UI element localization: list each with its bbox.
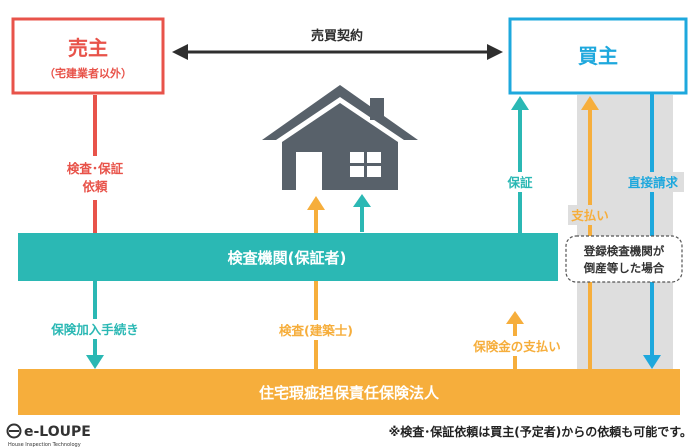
seller-box: 売主 （宅建業者以外） xyxy=(11,17,165,95)
bankruptcy-note-line-1: 登録検査機関が xyxy=(583,244,665,258)
house-icon xyxy=(262,85,418,190)
e-loupe-logo: e-LOUPE House Inspection Technology xyxy=(6,423,91,448)
insurer-label: 住宅瑕疵担保責任保険法人 xyxy=(259,384,440,402)
inspection-request-label-1: 検査･保証 xyxy=(67,161,124,176)
payment-label: 支払い xyxy=(570,208,609,223)
seller-subtitle: （宅建業者以外） xyxy=(44,66,132,80)
direct-claim-label: 直接請求 xyxy=(628,175,679,190)
agency-bar: 検査機関(保証者) xyxy=(18,233,558,281)
bankruptcy-band xyxy=(577,95,673,370)
insurance-procedure-arrow xyxy=(86,281,104,369)
bankruptcy-note: 登録検査機関が 倒産等した場合 xyxy=(565,235,683,283)
seller-title: 売主 xyxy=(68,36,108,60)
contract-label: 売買契約 xyxy=(311,28,363,44)
direct-claim-arrow: 直接請求 xyxy=(622,93,684,369)
buyer-box: 買主 xyxy=(508,17,688,95)
contract-arrow: 売買契約 xyxy=(172,28,503,60)
logo-name: e-LOUPE xyxy=(24,424,91,440)
guarantee-label: 保証 xyxy=(506,175,533,190)
insurer-bar: 住宅瑕疵担保責任保険法人 xyxy=(18,369,680,415)
inspection-building-label: 検査(建築士) xyxy=(279,323,353,338)
insurance-procedure-label: 保険加入手続き xyxy=(50,322,139,337)
inspection-request-arrow: 検査･保証 依頼 xyxy=(52,95,138,252)
logo-tagline: House Inspection Technology xyxy=(8,442,81,448)
bankruptcy-note-line-2: 倒産等した場合 xyxy=(583,261,665,275)
inspection-request-label-2: 依頼 xyxy=(82,179,108,194)
insurance-payment-label: 保険金の支払い xyxy=(472,339,561,354)
agency-label: 検査機関(保証者) xyxy=(228,249,347,267)
inspection-building-arrow xyxy=(307,196,325,370)
buyer-title: 買主 xyxy=(578,44,618,68)
footnote: ※検査･保証依頼は買主(予定者)からの依頼も可能です。 xyxy=(389,424,692,439)
